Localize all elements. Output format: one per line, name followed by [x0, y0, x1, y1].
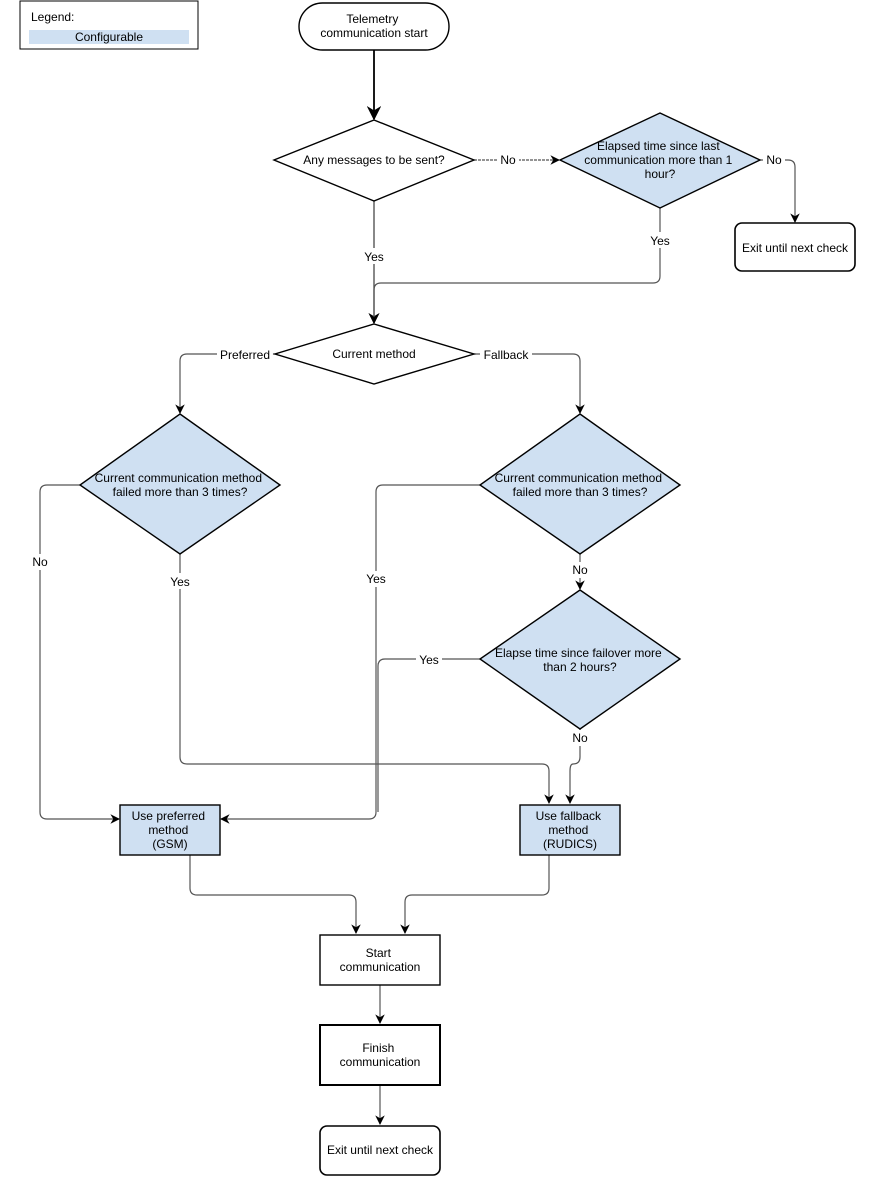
exit-top-line-1: Exit until next check — [742, 241, 849, 255]
edge-use-preferred-to-start — [189, 855, 361, 934]
use-preferred-line-2: method — [148, 823, 188, 837]
use-preferred-line-1: Use preferred — [132, 809, 205, 823]
edge-label-pref-no: No — [32, 555, 48, 569]
nodes: Telemetry communication start Any messag… — [78, 2, 856, 1176]
edge-label-failover-no: No — [572, 731, 588, 745]
svg-text:Finish communication: Finish communication — [340, 1041, 421, 1069]
svg-text:Elapsed time since last: Elapsed time since last communication mo… — [584, 139, 735, 181]
edge-label-elapsed-yes: Yes — [650, 234, 670, 248]
fallback-failed-line-2: failed more than 3 times? — [513, 485, 648, 499]
elapsed-last-comm-decision: Elapsed time since last communication mo… — [558, 112, 762, 209]
start-comm-line-2: communication — [340, 960, 421, 974]
edge-fallback-failed-yes — [220, 484, 480, 824]
svg-text:Telemetry communicatio: Telemetry communication start — [320, 12, 428, 40]
elapsed-line-1: Elapsed time since last — [597, 139, 720, 153]
any-messages-line-1: Any messages to be sent? — [303, 153, 445, 167]
svg-text:Any messages to be sent?: Any messages to be sent? — [303, 153, 445, 167]
start-line-2: communication start — [320, 26, 428, 40]
use-preferred-process: Use preferred method (GSM) — [119, 804, 221, 856]
current-method-line-1: Current method — [332, 347, 415, 361]
edge-use-fallback-to-start — [400, 855, 550, 934]
edges — [39, 50, 800, 1125]
current-method-decision: Current method — [272, 323, 477, 385]
exit-bottom-line-1: Exit until next check — [327, 1143, 434, 1157]
exit-top-terminator: Exit until next check — [734, 222, 856, 272]
svg-text:Use fallback method: Use fallback method (RUDICS) — [536, 809, 605, 851]
edge-label-fall-yes: Yes — [366, 572, 386, 586]
edge-elapsed-yes — [369, 208, 661, 324]
edge-label-method-fallback: Fallback — [484, 348, 530, 362]
legend-configurable-swatch — [29, 30, 189, 44]
edge-method-preferred — [175, 353, 275, 414]
use-preferred-line-3: (GSM) — [152, 837, 187, 851]
start-line-1: Telemetry — [346, 12, 398, 26]
edge-label-fall-no: No — [572, 563, 588, 577]
edge-label-method-preferred: Preferred — [220, 348, 270, 362]
start-communication-process: Start communication — [319, 934, 441, 986]
preferred-failed-decision: Current communication method failed more… — [78, 413, 282, 555]
finish-communication-process: Finish communication — [319, 1024, 441, 1086]
edge-label-failover-yes: Yes — [419, 653, 439, 667]
svg-text:Exit until next check: Exit until next check — [327, 1143, 434, 1157]
legend-configurable-label: Configurable — [75, 30, 143, 44]
edge-label-elapsed-no: No — [766, 153, 782, 167]
finish-comm-line-2: communication — [340, 1055, 421, 1069]
legend-title: Legend: — [31, 10, 74, 24]
exit-bottom-terminator: Exit until next check — [319, 1125, 441, 1176]
edge-elapsed-no — [760, 159, 800, 223]
start-comm-line-1: Start — [366, 946, 392, 960]
edge-label-pref-yes: Yes — [170, 575, 190, 589]
svg-text:Exit until next check: Exit until next check — [742, 241, 849, 255]
svg-text:Current communication method: Current communication method failed more… — [95, 471, 266, 499]
use-fallback-line-3: (RUDICS) — [543, 837, 597, 851]
legend: Legend: Configurable — [19, 0, 199, 50]
svg-text:Current method: Current method — [332, 347, 415, 361]
edge-failover-yes — [377, 658, 480, 812]
edge-preferred-failed-yes — [179, 554, 554, 804]
start-terminator: Telemetry communication start — [298, 2, 450, 51]
elapse-failover-line-1: Elapse time since failover more — [495, 646, 662, 660]
use-fallback-line-2: method — [548, 823, 588, 837]
use-fallback-line-1: Use fallback — [536, 809, 602, 823]
fallback-failed-decision: Current communication method failed more… — [478, 413, 682, 555]
elapsed-line-3: hour? — [645, 167, 676, 181]
edge-label-any-no: No — [500, 153, 516, 167]
svg-text:Current communication method: Current communication method failed more… — [495, 471, 666, 499]
edge-failover-no — [565, 729, 581, 804]
svg-text:Start communication: Start communication — [340, 946, 421, 974]
edge-preferred-failed-no — [39, 484, 120, 824]
finish-comm-line-1: Finish — [362, 1041, 394, 1055]
svg-text:Use preferred method: Use preferred method (GSM) — [132, 809, 209, 851]
edge-labels: No No Yes Yes Preferred Fallback No Yes … — [29, 152, 785, 746]
fallback-failed-line-1: Current communication method — [495, 471, 662, 485]
elapsed-line-2: communication more than 1 — [584, 153, 732, 167]
any-messages-decision: Any messages to be sent? — [272, 119, 476, 202]
elapse-failover-line-2: than 2 hours? — [543, 660, 617, 674]
preferred-failed-line-1: Current communication method — [95, 471, 262, 485]
use-fallback-process: Use fallback method (RUDICS) — [519, 804, 621, 856]
svg-text:Elapse time since failover mor: Elapse time since failover more than 2 h… — [495, 646, 665, 674]
preferred-failed-line-2: failed more than 3 times? — [113, 485, 248, 499]
edge-label-any-yes: Yes — [364, 250, 384, 264]
elapse-failover-decision: Elapse time since failover more than 2 h… — [478, 589, 682, 730]
edge-method-fallback — [474, 353, 585, 414]
